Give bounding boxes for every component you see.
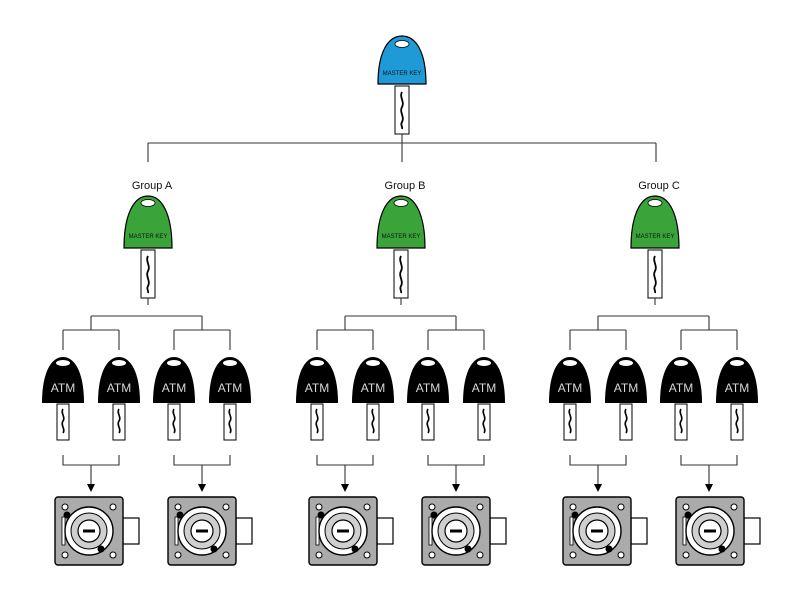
group-c-label: Group C (638, 180, 680, 192)
key-icon (630, 195, 680, 299)
key-icon (296, 357, 338, 403)
cam-lock-icon (675, 496, 761, 566)
key-icon (153, 357, 195, 403)
group-b-key-label: MASTER KEY (382, 234, 421, 240)
atm-key-label: ATM (361, 381, 385, 395)
key-icon (660, 357, 702, 403)
group-c-key-label: MASTER KEY (636, 234, 675, 240)
group-c-atm-key-2: ATM (605, 357, 647, 441)
master-key-head (377, 35, 427, 85)
group-a-connectors (62, 298, 231, 350)
group-a-label: Group A (132, 180, 173, 192)
key-icon (209, 357, 251, 403)
group-a-atm-key-4: ATM (209, 357, 251, 441)
group-c-master-key: MASTER KEY (630, 195, 680, 299)
master-key-label: MASTER KEY (383, 71, 422, 77)
key-icon (407, 357, 449, 403)
group-b-key-head (376, 195, 426, 249)
group-c-atm-key-4: ATM (716, 357, 758, 441)
cam-lock-icon (421, 496, 507, 566)
key-icon (376, 195, 426, 299)
group-a: Group A MASTER KEY (42, 180, 253, 566)
key-icon (377, 35, 427, 135)
group-a-atm-key-3: ATM (153, 357, 195, 441)
key-icon (42, 357, 84, 403)
group-c-connectors (569, 298, 738, 350)
atm-key-label: ATM (51, 381, 75, 395)
atm-key-label: ATM (725, 381, 749, 395)
group-b-connectors (316, 298, 485, 350)
cam-lock-icon (308, 496, 394, 566)
group-c-key-head (630, 195, 680, 249)
atm-key-label: ATM (669, 381, 693, 395)
atm-key-label: ATM (305, 381, 329, 395)
group-b-atm-key-2: ATM (352, 357, 394, 441)
cam-lock-icon (54, 496, 140, 566)
master-key: MASTER KEY (377, 35, 427, 135)
cam-lock-icon (167, 496, 253, 566)
group-b-master-key: MASTER KEY (376, 195, 426, 299)
atm-key-label: ATM (218, 381, 242, 395)
atm-key-label: ATM (107, 381, 131, 395)
group-b-lock-connectors (316, 455, 485, 492)
cam-lock-icon (562, 496, 648, 566)
group-c: Group C MASTER KEY (549, 180, 761, 566)
group-a-master-key: MASTER KEY (123, 195, 173, 299)
key-icon (98, 357, 140, 403)
group-c-atm-key-3: ATM (660, 357, 702, 441)
group-b: Group B MASTER KEY (296, 180, 507, 566)
group-b-atm-key-4: ATM (463, 357, 505, 441)
group-c-atm-key-1: ATM (549, 357, 591, 441)
group-b-label: Group B (385, 180, 426, 192)
master-connector (147, 134, 657, 162)
group-a-atm-key-2: ATM (98, 357, 140, 441)
group-a-lock-connectors (62, 455, 231, 492)
group-b-atm-key-3: ATM (407, 357, 449, 441)
key-icon (352, 357, 394, 403)
group-b-atm-key-1: ATM (296, 357, 338, 441)
group-a-key-label: MASTER KEY (129, 234, 168, 240)
key-icon (463, 357, 505, 403)
group-c-lock-connectors (569, 455, 738, 492)
atm-key-label: ATM (162, 381, 186, 395)
atm-key-label: ATM (558, 381, 582, 395)
group-a-key-head (123, 195, 173, 249)
key-icon (123, 195, 173, 299)
key-icon (716, 357, 758, 403)
group-a-atm-key-1: ATM (42, 357, 84, 441)
atm-key-label: ATM (614, 381, 638, 395)
atm-key-label: ATM (416, 381, 440, 395)
key-icon (605, 357, 647, 403)
atm-key-label: ATM (472, 381, 496, 395)
key-icon (549, 357, 591, 403)
